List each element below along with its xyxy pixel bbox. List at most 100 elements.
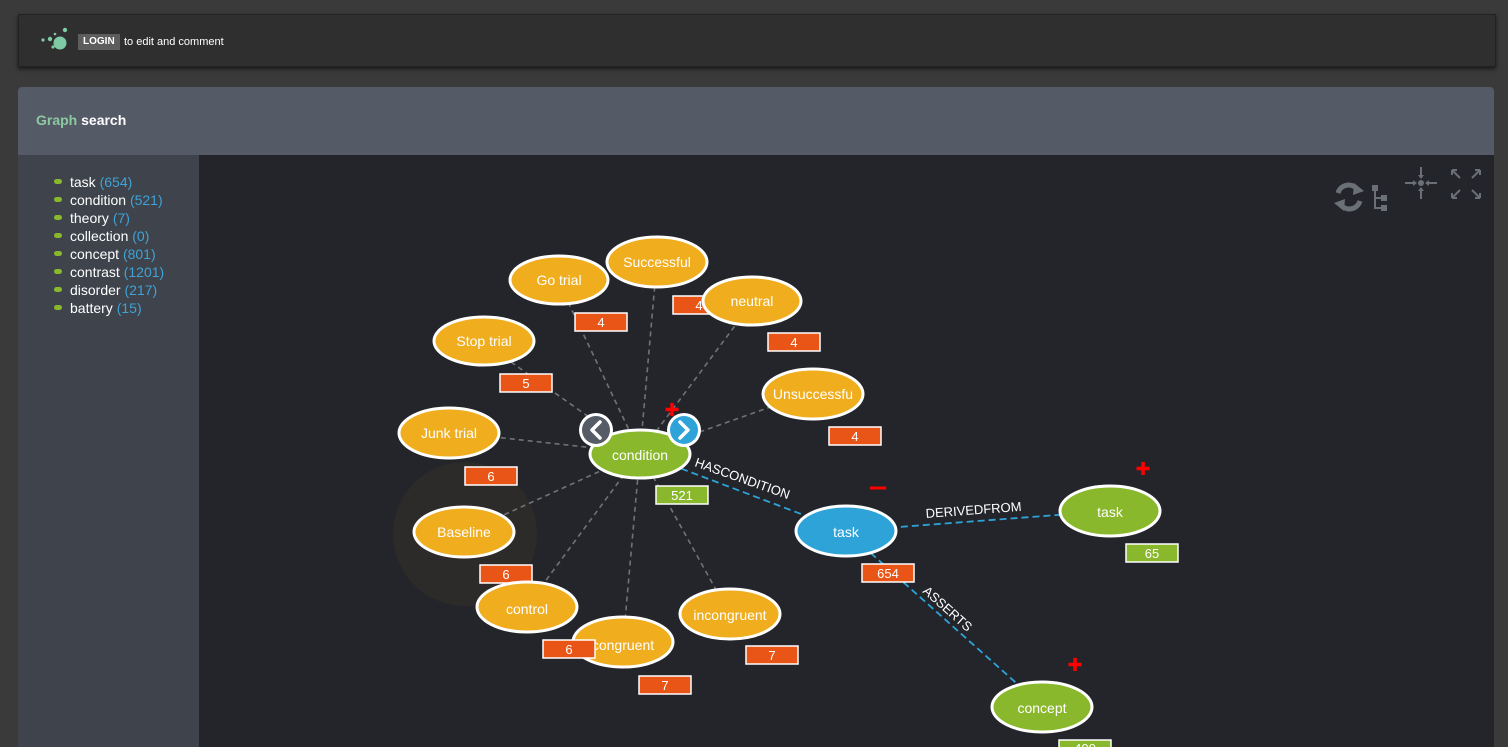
graph-search-panel: Graph search task (654) condition (521) …	[18, 87, 1494, 747]
legend-dot-icon	[54, 196, 62, 202]
sidebar-item-label: contrast	[70, 264, 120, 280]
graph-node-unsuccessful[interactable]: Unsuccessfu	[761, 367, 865, 421]
panel-title: Graph search	[36, 112, 126, 128]
graph-node-congruent[interactable]: congruent	[571, 615, 675, 669]
svg-text:400: 400	[1074, 741, 1096, 747]
sidebar-item-count: (654)	[99, 174, 133, 190]
svg-text:6: 6	[565, 642, 572, 657]
graph-node-task-related[interactable]: task	[1058, 484, 1162, 538]
svg-text:4: 4	[851, 429, 858, 444]
sidebar-item-label: collection	[70, 228, 129, 244]
node-label: Stop trial	[456, 333, 511, 349]
graph-node-task[interactable]: task	[794, 504, 898, 558]
sidebar-item-condition[interactable]: condition (521)	[54, 191, 164, 209]
node-label: condition	[612, 447, 668, 463]
sidebar-item-contrast[interactable]: contrast (1201)	[54, 263, 164, 281]
panel-title-rest: search	[81, 112, 127, 128]
graph-node-successful[interactable]: Successful	[605, 235, 709, 289]
sidebar-item-count: (521)	[129, 192, 163, 208]
node-label: Go trial	[536, 272, 581, 288]
graph-canvas[interactable]: HASCONDITION DERIVEDFROM ASSERTS Success…	[199, 155, 1494, 747]
node-count-badge: 7	[638, 675, 692, 695]
svg-text:65: 65	[1145, 546, 1159, 561]
sidebar-item-label: task	[70, 174, 96, 190]
sidebar-item-task[interactable]: task (654)	[54, 173, 164, 191]
graph-node-stop-trial[interactable]: Stop trial	[432, 315, 536, 367]
next-arrow-button[interactable]	[667, 413, 701, 447]
app-logo[interactable]	[39, 26, 71, 54]
node-label: task	[833, 524, 860, 540]
node-count-badge: 6	[464, 466, 518, 486]
svg-text:521: 521	[671, 488, 693, 503]
sidebar-item-count: (801)	[122, 246, 156, 262]
sidebar-item-count: (217)	[124, 282, 158, 298]
node-count-badge: 654	[861, 563, 915, 583]
sidebar-item-label: battery	[70, 300, 113, 316]
fullscreen-icon[interactable]	[1451, 169, 1481, 199]
node-count-badge: 4	[828, 426, 882, 446]
svg-text:4: 4	[695, 298, 702, 313]
login-button[interactable]: LOGIN	[78, 34, 120, 50]
legend-dot-icon	[54, 286, 62, 292]
svg-text:7: 7	[768, 648, 775, 663]
graph-node-condition[interactable]: condition	[588, 428, 692, 480]
graph-node-control[interactable]: control	[475, 580, 579, 634]
edge-label-asserts: ASSERTS	[920, 583, 975, 635]
node-type-list: task (654) condition (521) theory (7) co…	[54, 173, 164, 317]
tree-layout-icon[interactable]	[1372, 185, 1387, 211]
expand-plus-icon[interactable]: ✚	[1135, 459, 1150, 480]
legend-dot-icon	[54, 250, 62, 256]
svg-text:6: 6	[502, 567, 509, 582]
sidebar-item-count: (1201)	[123, 264, 165, 280]
node-count-badge: 65	[1125, 543, 1179, 563]
expand-plus-icon[interactable]: ✚	[1067, 655, 1082, 676]
sidebar-item-battery[interactable]: battery (15)	[54, 299, 164, 317]
collapse-minus-icon[interactable]: −	[867, 473, 889, 503]
legend-dot-icon	[54, 268, 62, 274]
sidebar-item-label: concept	[70, 246, 120, 262]
legend-dot-icon	[54, 214, 62, 220]
edge-label-derivedfrom: DERIVEDFROM	[925, 499, 1022, 521]
sidebar-item-count: (0)	[132, 228, 150, 244]
legend-dot-icon	[54, 178, 62, 184]
node-count-badge: 4	[574, 312, 628, 332]
sidebar-item-disorder[interactable]: disorder (217)	[54, 281, 164, 299]
graph-node-neutral[interactable]: neutral	[701, 275, 803, 327]
node-count-badge: 400	[1058, 739, 1112, 747]
graph-node-junk-trial[interactable]: Junk trial	[397, 406, 501, 460]
node-label: Unsuccessfu	[773, 386, 853, 402]
sidebar-item-collection[interactable]: collection (0)	[54, 227, 164, 245]
sidebar-item-label: theory	[70, 210, 109, 226]
panel-header: Graph search	[18, 87, 1494, 155]
node-label: congruent	[592, 637, 654, 653]
panel-title-highlight: Graph	[36, 112, 78, 128]
center-icon[interactable]	[1405, 167, 1437, 199]
sidebar-item-label: disorder	[70, 282, 121, 298]
svg-text:5: 5	[522, 376, 529, 391]
legend-dot-icon	[54, 232, 62, 238]
node-label: concept	[1017, 700, 1066, 716]
graph-node-baseline[interactable]: Baseline	[412, 505, 516, 559]
prev-arrow-button[interactable]	[579, 413, 613, 447]
svg-text:7: 7	[661, 678, 668, 693]
svg-text:4: 4	[597, 315, 604, 330]
login-hint-text: to edit and comment	[124, 36, 224, 48]
sidebar-item-count: (15)	[116, 300, 142, 316]
sidebar-item-theory[interactable]: theory (7)	[54, 209, 164, 227]
graph-node-incongruent[interactable]: incongruent	[678, 587, 782, 641]
refresh-icon[interactable]	[1334, 182, 1364, 212]
node-label: Successful	[623, 254, 691, 270]
node-label: task	[1097, 504, 1124, 520]
node-count-badge: 6	[479, 564, 533, 584]
graph-node-concept[interactable]: concept	[990, 680, 1094, 734]
node-count-badge: 521	[655, 485, 709, 505]
node-label: neutral	[731, 293, 774, 309]
node-count-badge: 6	[542, 639, 596, 659]
legend-dot-icon	[54, 304, 62, 310]
top-bar: LOGIN to edit and comment	[18, 14, 1496, 67]
node-label: Junk trial	[421, 425, 477, 441]
sidebar-item-concept[interactable]: concept (801)	[54, 245, 164, 263]
graph-node-go-trial[interactable]: Go trial	[508, 254, 610, 306]
node-label: incongruent	[693, 607, 766, 623]
node-label: control	[506, 601, 548, 617]
